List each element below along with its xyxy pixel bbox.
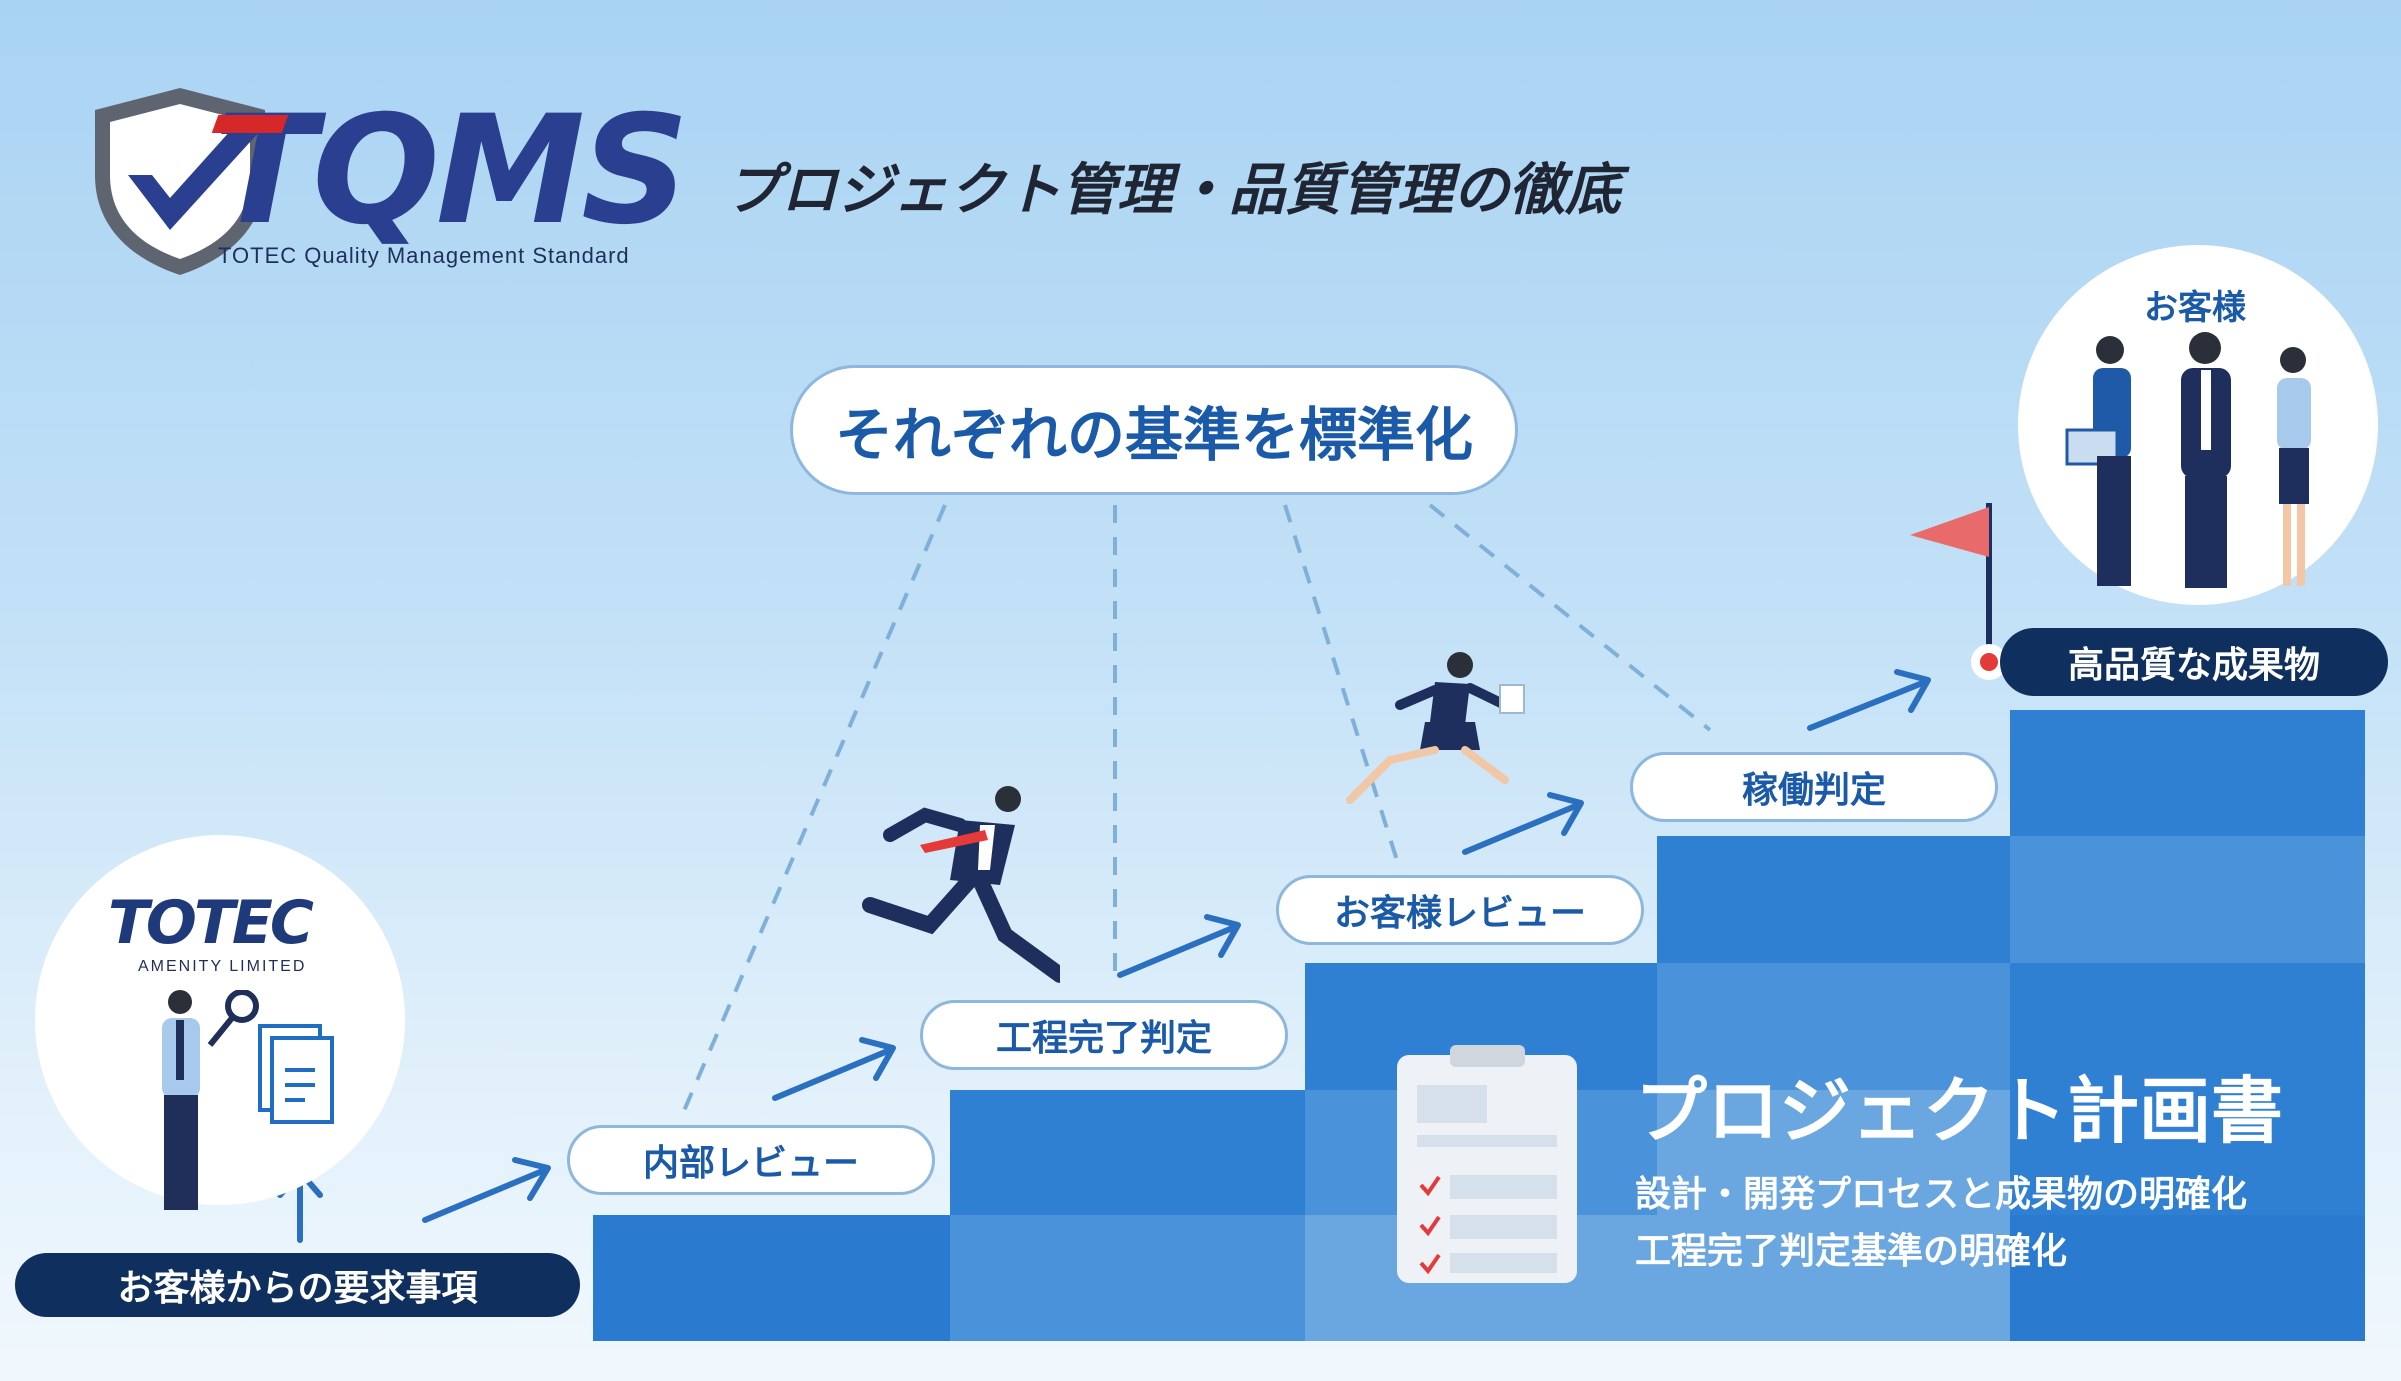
- customer-group-icon: [2065, 330, 2335, 595]
- running-businessman-icon: [830, 785, 1060, 985]
- project-plan-title: プロジェクト計画書: [1635, 1052, 2283, 1157]
- totec-logo: TOTEC: [108, 893, 311, 953]
- running-businesswoman-icon: [1330, 650, 1530, 830]
- project-plan-line-2: 工程完了判定基準の明確化: [1635, 1222, 2067, 1274]
- high-quality-deliverable-label: 高品質な成果物: [2000, 628, 2388, 696]
- customer-label: お客様: [2144, 280, 2246, 329]
- standardize-bubble: それぞれの基準を標準化: [790, 365, 1518, 495]
- step-label-go-live-decision: 稼働判定: [1630, 752, 1998, 822]
- step-label-internal-review: 内部レビュー: [567, 1125, 935, 1195]
- businessman-inspecting-icon: [120, 990, 360, 1250]
- customer-requirements-label: お客様からの要求事項: [15, 1253, 580, 1317]
- step-label-process-completion: 工程完了判定: [920, 1000, 1288, 1070]
- project-plan-line-1: 設計・開発プロセスと成果物の明確化: [1635, 1165, 2247, 1217]
- project-plan-clipboard-icon: [1395, 1045, 1580, 1285]
- totec-logo-subtitle: AMENITY LIMITED: [138, 958, 306, 976]
- step-label-customer-review: お客様レビュー: [1276, 875, 1644, 945]
